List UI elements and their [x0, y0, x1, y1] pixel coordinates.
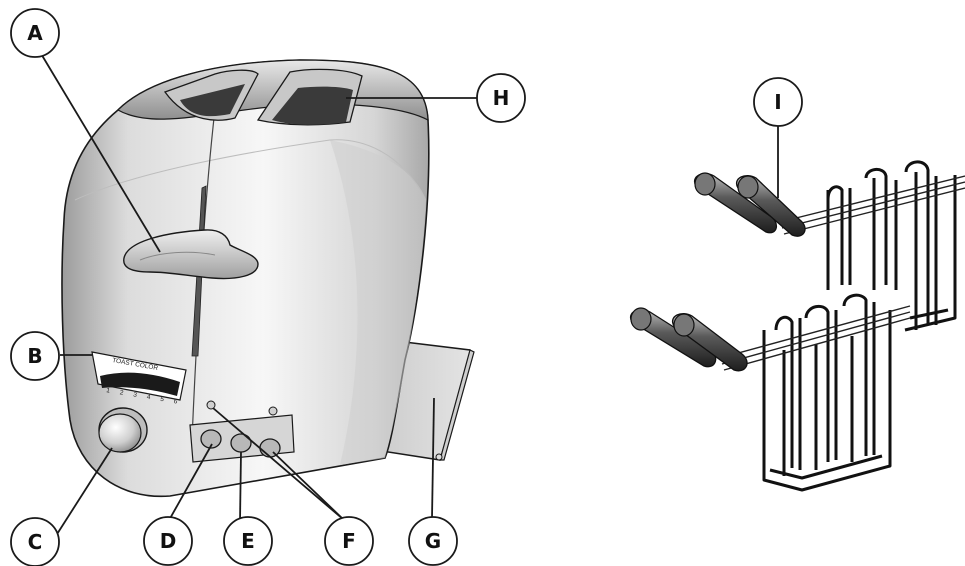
callout-A: A: [11, 9, 59, 57]
browning-knob: [99, 408, 147, 452]
callout-A-label: A: [27, 21, 43, 45]
callout-D: D: [144, 517, 192, 565]
callout-C-label: C: [28, 530, 43, 554]
callout-C: C: [11, 518, 59, 566]
callout-H: H: [477, 74, 525, 122]
sandwich-rack-illustration: [631, 162, 965, 490]
callout-I-label: I: [774, 90, 781, 114]
rack-upper: [695, 162, 965, 330]
callout-B-label: B: [27, 344, 42, 368]
rack-lower: [631, 295, 910, 490]
callout-H-label: H: [493, 86, 510, 110]
callout-E-label: E: [241, 529, 255, 553]
callout-F-label: F: [342, 529, 356, 553]
callout-E: E: [224, 517, 272, 565]
callout-B: B: [11, 332, 59, 380]
callout-D-label: D: [160, 529, 177, 553]
callout-I: I: [754, 78, 802, 126]
callout-G-label: G: [425, 529, 441, 553]
callout-F: F: [325, 517, 373, 565]
callout-G: G: [409, 517, 457, 565]
